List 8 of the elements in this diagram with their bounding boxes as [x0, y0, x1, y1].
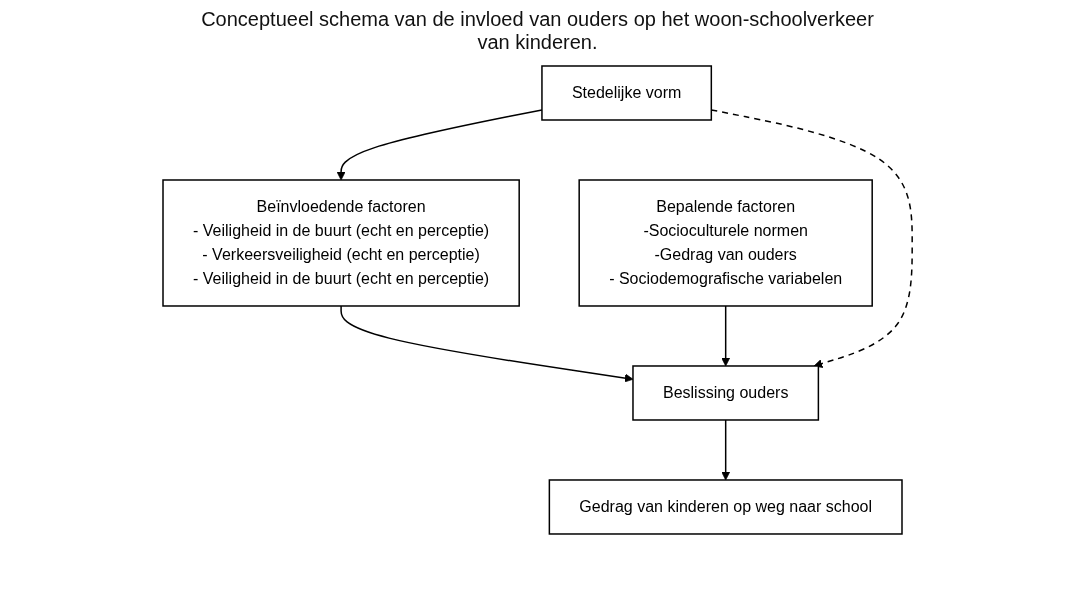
- node-box: Gedrag van kinderen op weg naar school: [548, 479, 903, 535]
- node-box: Bepalende factoren -Socioculturele normen -Gedrag van ouders - Sociodemografische variabelen: [578, 179, 873, 307]
- arrow: [721, 305, 730, 367]
- node-box: Stedelijke vorm: [541, 65, 712, 121]
- node-box: Beïnvloedende factoren - Veiligheid in de buurt (echt en perceptie) - Verkeersveiligheid (echt en perceptie) - Veiligheid in de buurt (echt en perceptie): [162, 179, 520, 307]
- node-box: Beslissing ouders: [632, 365, 820, 421]
- arrow: [721, 419, 730, 481]
- diagram-title: Conceptueel schema van de invloed van ouders op het woon-schoolverkeer van kinderen.: [200, 7, 875, 55]
